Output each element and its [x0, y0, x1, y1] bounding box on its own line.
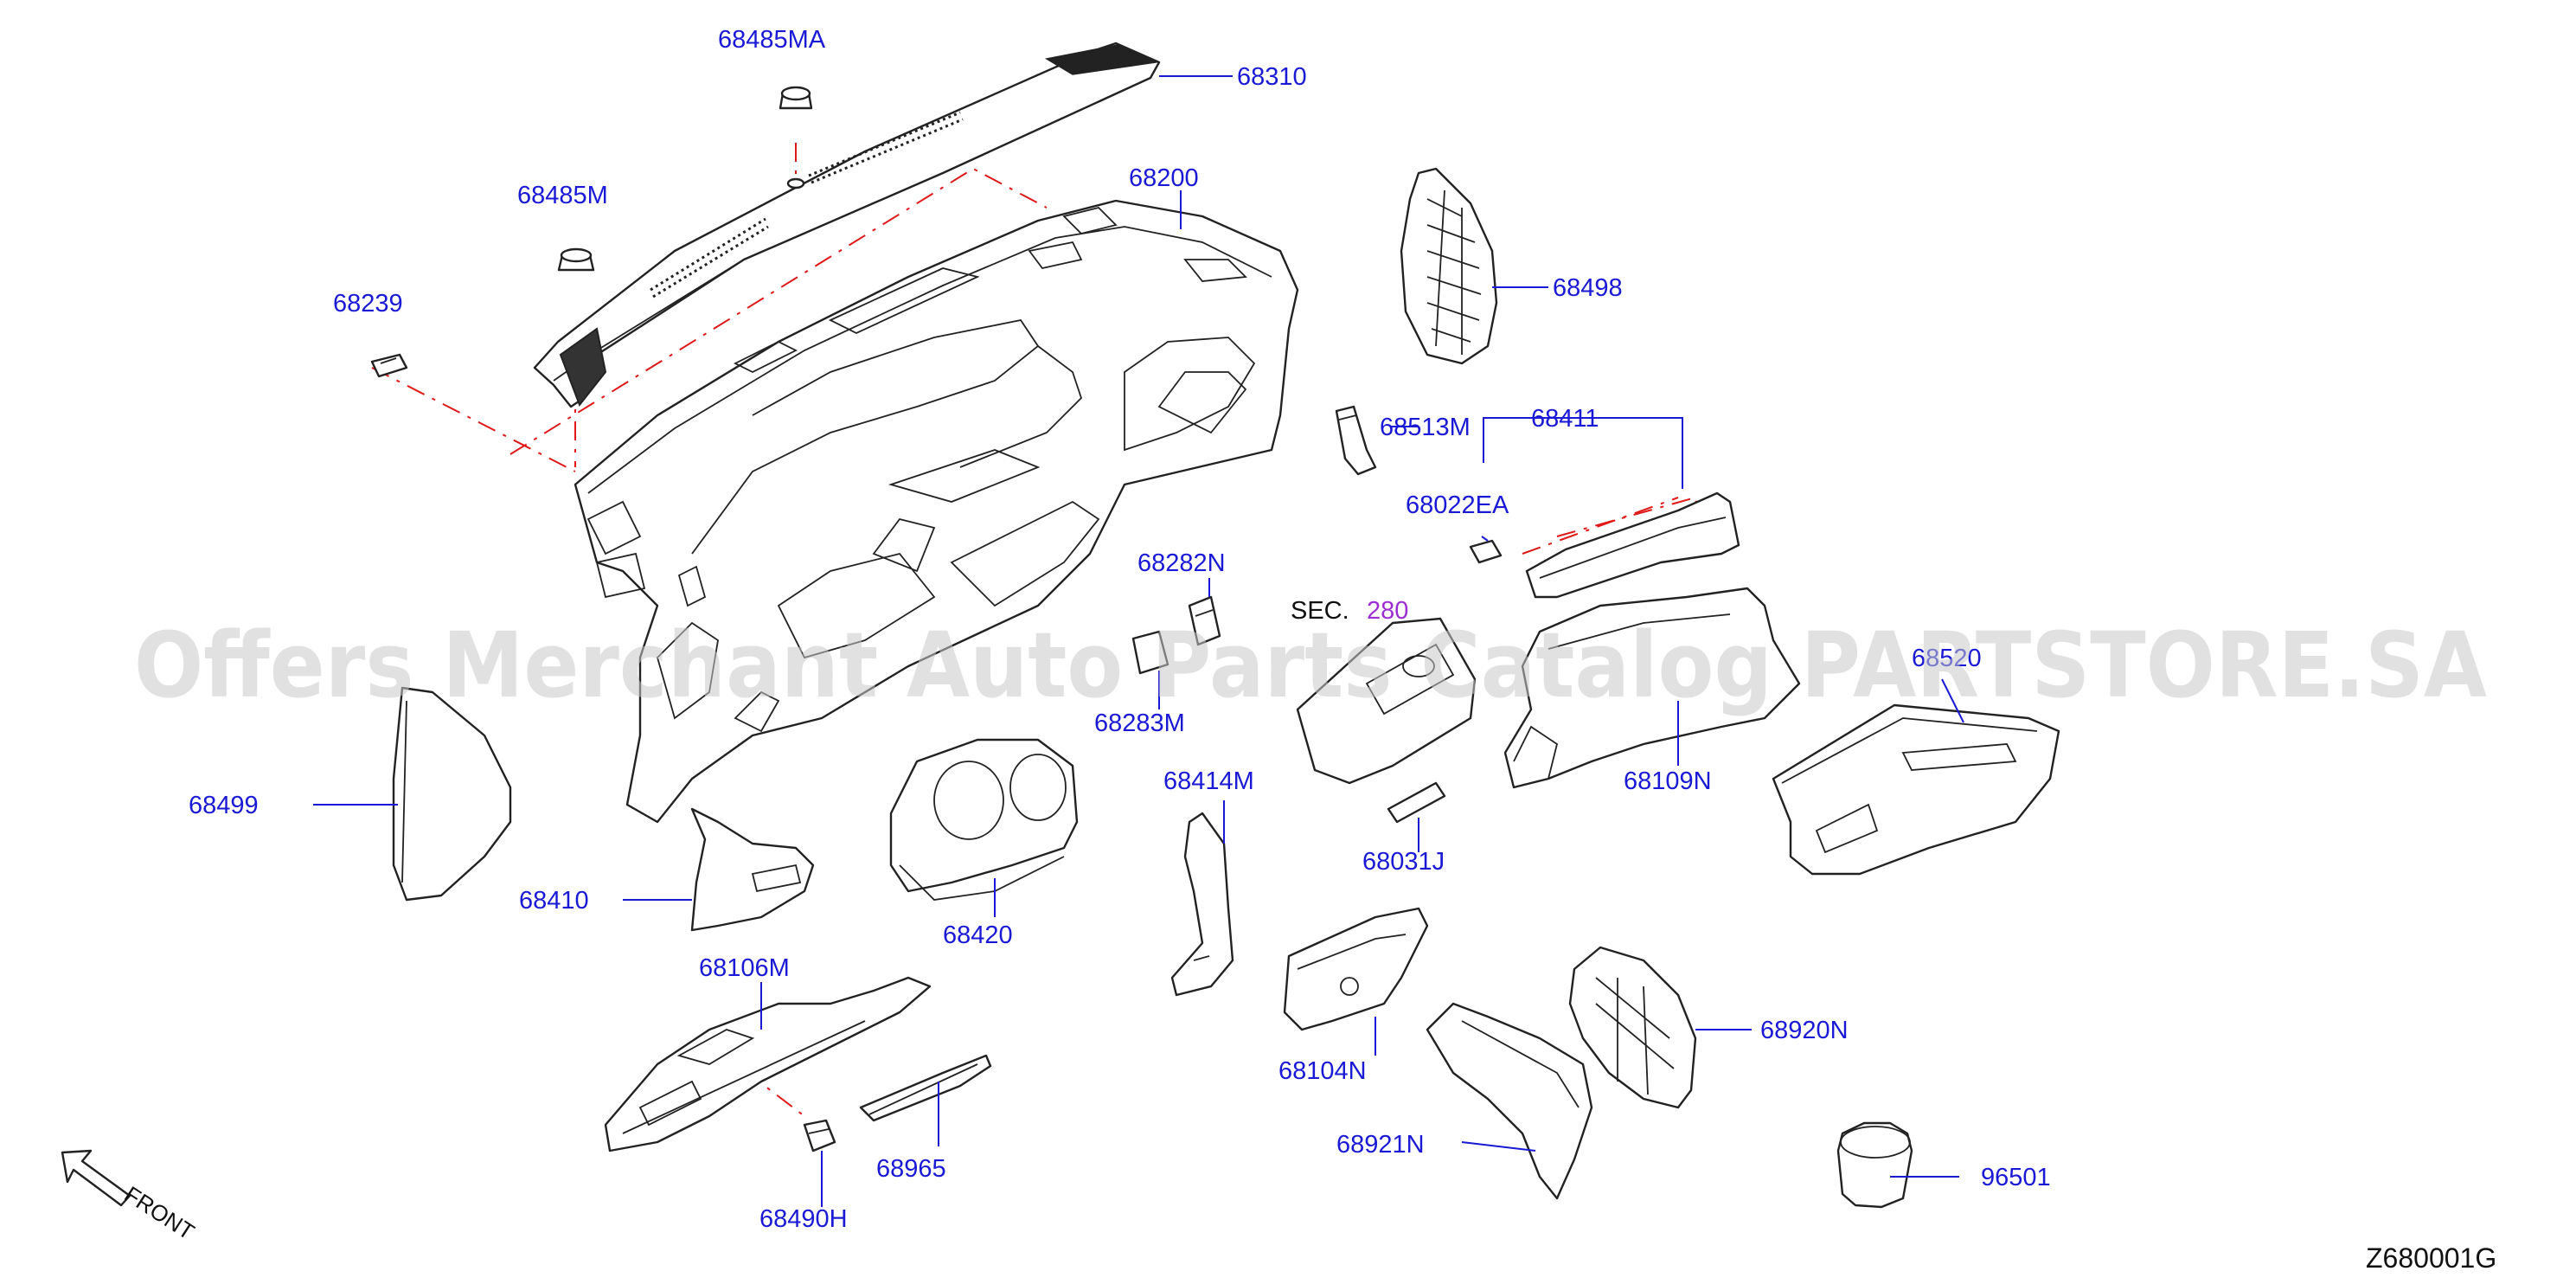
label-96501: 96501 — [1981, 1164, 2051, 1191]
label-68310: 68310 — [1237, 63, 1307, 91]
label-68920N: 68920N — [1760, 1017, 1849, 1044]
cover-68410 — [690, 807, 815, 932]
clip-68485M — [557, 247, 595, 272]
clip-68490H — [803, 1119, 836, 1152]
label-68031J: 68031J — [1362, 848, 1445, 876]
bracket-68282N — [1188, 595, 1221, 646]
audio-unit-sec280 — [1296, 617, 1477, 785]
bracket-68283M — [1131, 630, 1169, 675]
watermark: Offers Merchant Auto Parts Catalog PARTS… — [134, 613, 2487, 718]
label-68520: 68520 — [1912, 645, 1982, 672]
label-68414M: 68414M — [1163, 767, 1254, 795]
label-68411: 68411 — [1531, 405, 1599, 433]
defroster-panel-68310 — [533, 42, 1161, 408]
sensor-68513M — [1335, 405, 1377, 476]
bracket-68031J — [1387, 781, 1446, 824]
label-68106M: 68106M — [699, 954, 790, 982]
instrument-panel-68200 — [574, 199, 1299, 824]
label-68239: 68239 — [333, 290, 403, 318]
defroster-vent-left — [650, 217, 769, 299]
label-68513M: 68513M — [1380, 414, 1471, 441]
side-finisher-68921N — [1426, 1002, 1593, 1200]
section-prefix: SEC. — [1291, 597, 1349, 625]
lower-panel-68106M — [604, 976, 932, 1152]
label-68485M: 68485M — [517, 182, 608, 209]
section-ref-280[interactable]: 280 — [1367, 597, 1408, 625]
front-direction-arrow: FRONT — [61, 1149, 200, 1245]
label-68282N: 68282N — [1137, 549, 1226, 577]
part-labels: 68485MA 68310 68485M 68200 68239 68498 6… — [189, 26, 2051, 1233]
bracket-68239 — [370, 353, 408, 378]
label-68420: 68420 — [943, 921, 1013, 949]
cluster-lid-68420 — [889, 738, 1079, 901]
label-68410: 68410 — [519, 887, 589, 915]
side-lid-68499 — [392, 686, 512, 902]
lower-panel-68109N — [1503, 587, 1801, 789]
leader-lines — [313, 75, 1964, 1207]
label-68965: 68965 — [876, 1155, 946, 1183]
label-68200: 68200 — [1129, 164, 1199, 192]
clip-68022EA — [1469, 539, 1503, 564]
side-lid-68498 — [1400, 167, 1498, 365]
speaker-grille — [559, 327, 607, 408]
front-label: FRONT — [120, 1181, 200, 1245]
catalog-code: Z680001G — [2366, 1242, 2496, 1274]
side-finisher-68920N — [1568, 946, 1697, 1109]
cup-holder-96501 — [1836, 1121, 1913, 1209]
label-68485MA: 68485MA — [718, 26, 826, 54]
label-68921N: 68921N — [1336, 1131, 1425, 1159]
label-68498: 68498 — [1553, 274, 1623, 302]
label-68499: 68499 — [189, 792, 259, 819]
clip-68485MA — [779, 86, 813, 110]
label-68283M: 68283M — [1094, 709, 1185, 737]
switch-panel-68104N — [1283, 907, 1429, 1031]
finisher-68411 — [1525, 491, 1740, 599]
bracket-68965 — [859, 1054, 992, 1122]
glove-box-68520 — [1772, 703, 2060, 876]
label-68104N: 68104N — [1278, 1057, 1367, 1085]
label-68109N: 68109N — [1624, 767, 1712, 795]
label-68022EA: 68022EA — [1406, 491, 1509, 519]
trim-68414M — [1170, 812, 1234, 997]
label-68490H: 68490H — [759, 1205, 848, 1233]
